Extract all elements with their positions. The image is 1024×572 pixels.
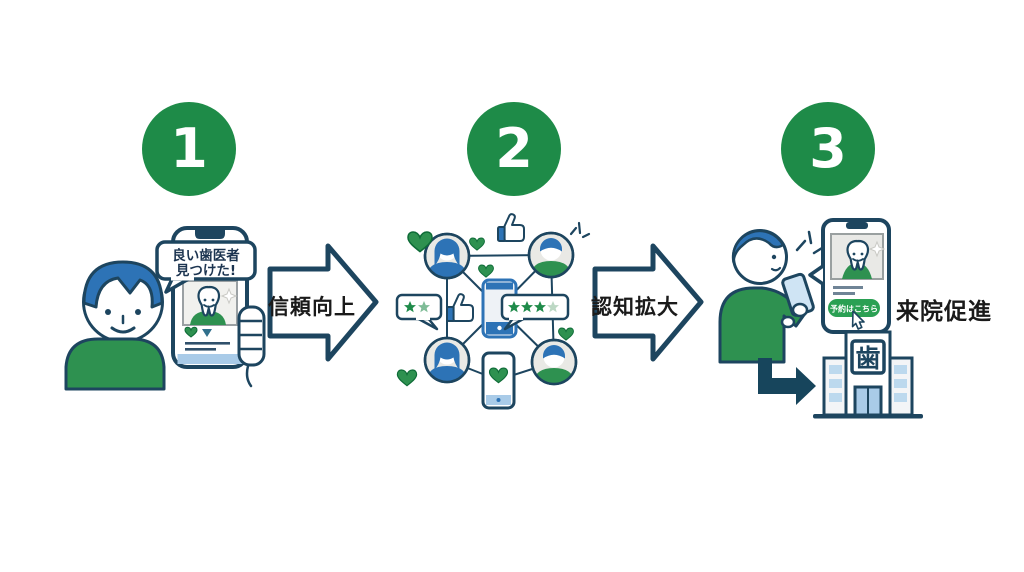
step-3-number-badge: 3 — [781, 102, 875, 196]
window — [829, 393, 842, 402]
sweater — [718, 286, 808, 364]
booking-button-label: 予約はこちら — [830, 304, 878, 314]
female-avatar-icon — [425, 338, 469, 384]
step-3-illustration: 予約はこちら 歯 — [718, 218, 923, 419]
speech-bubble: 良い歯医者 見つけた! — [155, 240, 257, 294]
speech-bubble-line-1: 良い歯医者 — [172, 247, 240, 264]
smartphone-heart-icon — [481, 351, 516, 410]
cursor-icon — [851, 310, 865, 330]
sparkle-icon — [868, 240, 886, 258]
clinic-sign — [850, 339, 886, 375]
step-1-number-badge: 1 — [142, 102, 236, 196]
smiling-tooth-icon — [197, 285, 221, 317]
male-avatar-icon — [532, 340, 576, 386]
star-rating-bubble — [395, 293, 443, 331]
star-rating-bubble — [500, 293, 570, 331]
heart-icon — [184, 326, 198, 338]
arrow-1-label: 信頼向上 — [268, 295, 356, 319]
male-avatar-icon — [529, 233, 573, 279]
clinic-sign-character: 歯 — [855, 344, 880, 373]
sparkle-icon — [569, 221, 591, 239]
window — [894, 379, 907, 388]
window — [829, 379, 842, 388]
phone-notch — [195, 230, 225, 239]
step-2-illustration — [395, 213, 591, 410]
arrow-right-1-icon — [267, 243, 379, 362]
heart-icon — [478, 264, 494, 278]
dental-clinic-building-icon: 歯 — [813, 330, 923, 419]
speech-bubble-line-2: 見つけた! — [175, 263, 236, 279]
window — [829, 365, 842, 374]
bookmark-triangle-icon — [202, 329, 212, 337]
phone-notch — [846, 222, 868, 229]
heart-icon — [469, 237, 485, 251]
thumbs-up-icon — [446, 293, 474, 322]
window — [894, 393, 907, 402]
sparkle-icon — [795, 230, 824, 255]
booking-button[interactable]: 予約はこちら — [828, 299, 880, 317]
bubble-tail — [808, 264, 824, 286]
holding-hand-icon — [237, 305, 266, 388]
smartphone-icon: 予約はこちら — [808, 218, 891, 334]
step-1-illustration: 良い歯医者 見つけた! — [64, 226, 266, 391]
outcome-label: 来院促進 — [896, 299, 992, 325]
sparkle-icon — [220, 287, 238, 305]
person-icon — [718, 229, 815, 364]
hair — [82, 260, 164, 309]
elbow-arrow-icon — [758, 358, 816, 405]
building-base — [813, 414, 923, 419]
hand — [780, 315, 796, 329]
arrow-2-label: 認知拡大 — [591, 295, 679, 319]
thumbs-up-icon — [497, 213, 525, 242]
step-2-number-badge: 2 — [467, 102, 561, 196]
shirt — [64, 337, 166, 391]
heart-icon — [396, 369, 418, 387]
hair — [731, 229, 785, 264]
window — [894, 365, 907, 374]
person-icon — [64, 260, 166, 391]
smiling-tooth-icon — [846, 239, 870, 271]
heart-icon — [558, 327, 574, 341]
hand — [791, 302, 809, 318]
arrow-right-2-icon — [592, 243, 704, 362]
